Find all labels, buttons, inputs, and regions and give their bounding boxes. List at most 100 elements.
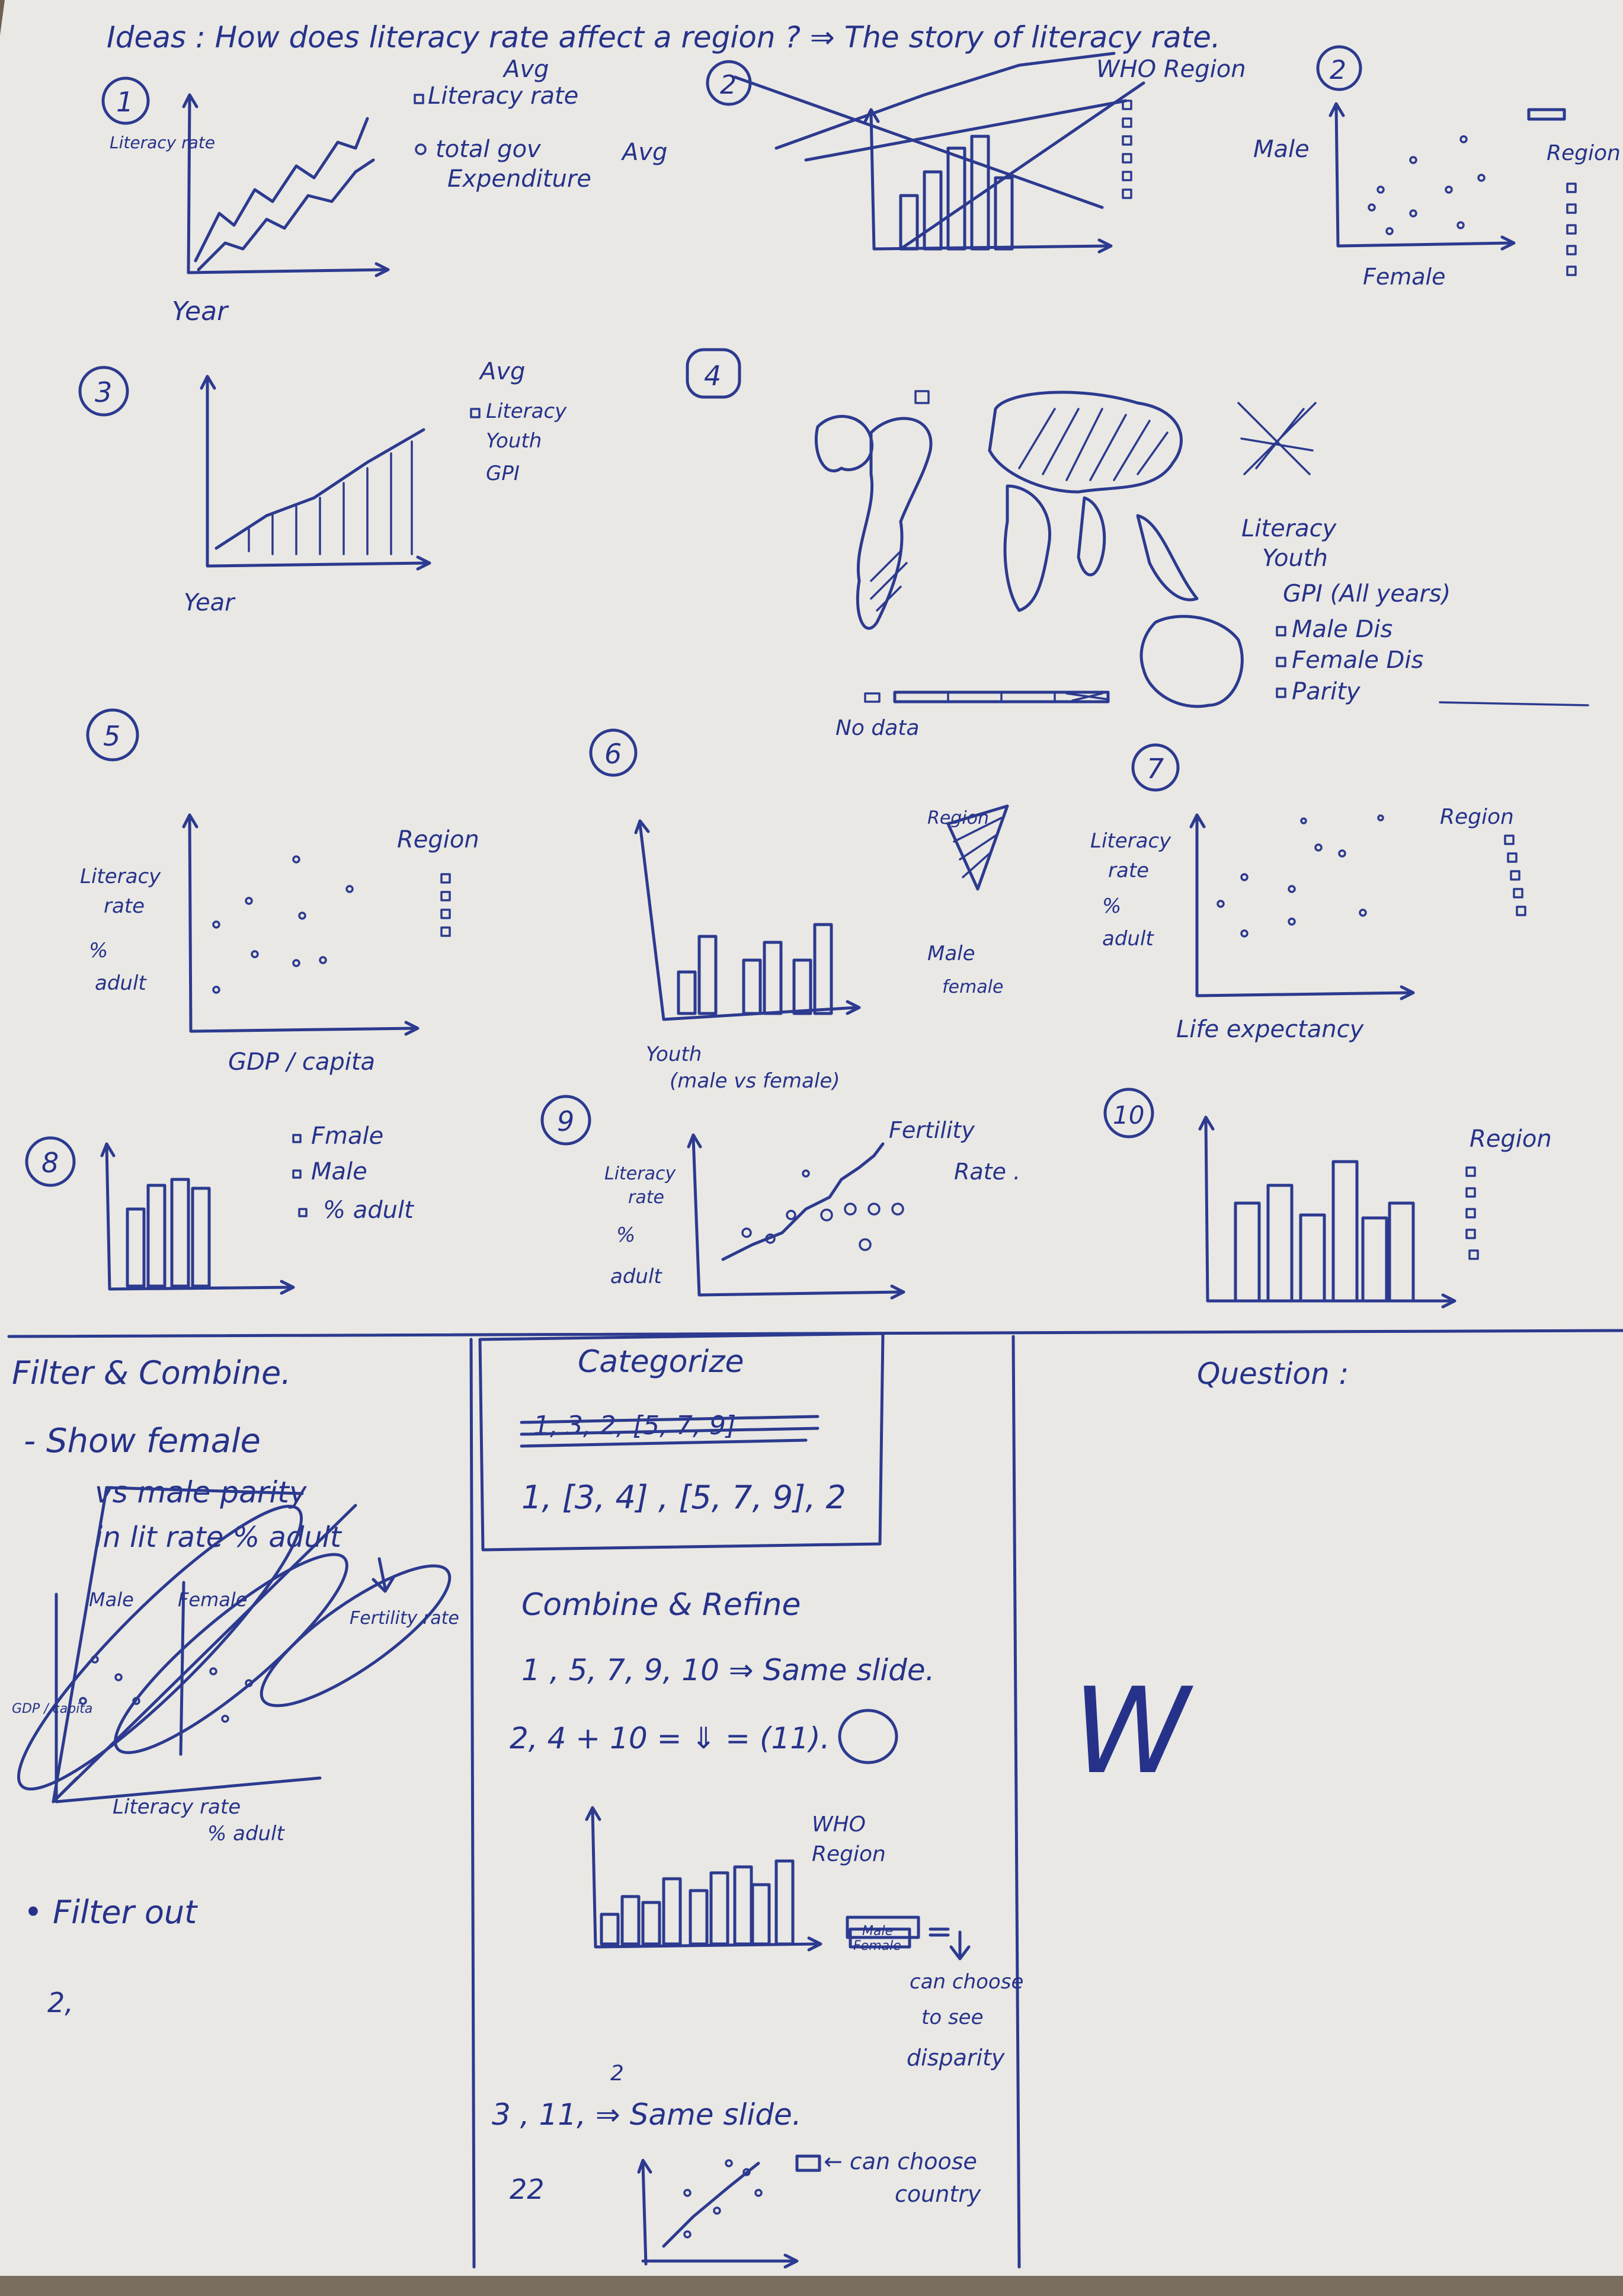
- svg-text:Avg: Avg: [478, 358, 525, 385]
- svg-text:Region: Region: [1547, 141, 1621, 165]
- svg-text:Year: Year: [184, 589, 236, 616]
- vertical-divider-right: [1011, 1335, 1021, 2269]
- svg-text:2: 2: [720, 70, 737, 100]
- svg-text:3 , 11, ⇒ Same slide.: 3 , 11, ⇒ Same slide.: [492, 2097, 802, 2132]
- svg-text:in lit rate % adult: in lit rate % adult: [95, 1521, 342, 1554]
- svg-text:WHO Region: WHO Region: [1096, 56, 1246, 83]
- svg-text:WHO: WHO: [812, 1812, 866, 1837]
- svg-text:Male: Male: [927, 942, 975, 965]
- svg-text:Male: Male: [89, 1588, 134, 1611]
- svg-text:%: %: [616, 1223, 635, 1247]
- svg-text:Parity: Parity: [1292, 678, 1361, 705]
- svg-text:Male Dis: Male Dis: [1292, 616, 1392, 643]
- svg-text:Region: Region: [1440, 805, 1514, 829]
- svg-text:3: 3: [95, 376, 112, 408]
- sketch-5-scatter: 5 Literacy rate % adult GDP / capita Reg…: [80, 708, 479, 1076]
- svg-text:adult: adult: [95, 971, 147, 995]
- sketch-4-world-map: 4 No data Literacy Youth GPI (All years)…: [686, 348, 1589, 740]
- sketch-7-scatter: 7 Literacy rate % adult Life expectancy …: [1090, 743, 1526, 1043]
- svg-text:Female: Female: [1363, 264, 1445, 290]
- svg-text:7: 7: [1147, 753, 1164, 785]
- filter-out-line: • Filter out: [24, 1894, 198, 1931]
- svg-text:Fertility: Fertility: [889, 1117, 975, 1143]
- svg-text:total gov: total gov: [436, 136, 542, 163]
- svg-text:to see: to see: [921, 2006, 984, 2029]
- svg-text:Literacy: Literacy: [1241, 515, 1337, 542]
- categorize-groups: 1, [3, 4] , [5, 7, 9], 2: [521, 1479, 846, 1516]
- categorize-box: [478, 1332, 885, 1552]
- svg-text:- Show female: - Show female: [24, 1422, 261, 1460]
- svg-text:rate: rate: [104, 894, 145, 918]
- svg-text:4: 4: [704, 360, 721, 392]
- svg-text:1: 1: [116, 86, 133, 118]
- svg-text:GPI (All years): GPI (All years): [1283, 580, 1451, 607]
- paper-bottom-shadow: [0, 2276, 1623, 2296]
- svg-text:Fertility rate: Fertility rate: [350, 1608, 459, 1629]
- sketch-1-line-chart: 1 Literacy rate Year Avg Literacy rate t…: [101, 56, 667, 327]
- svg-text:No data: No data: [835, 716, 920, 740]
- sketch-2b-scatter: 2 Male Female Region: [1253, 45, 1621, 290]
- combine-heading: Combine & Refine: [521, 1587, 801, 1623]
- svg-text:9: 9: [557, 1105, 574, 1137]
- svg-text:1, 3, 2, [5, 7, 9]: 1, 3, 2, [5, 7, 9]: [533, 1411, 736, 1441]
- sketch-9-scatter-trend: 9 Literacy rate % adult Fertility Rate .: [540, 1095, 1020, 1300]
- sketch-3-area-chart: 3 Year Avg Literacy Youth GPI: [78, 358, 567, 616]
- svg-text:Literacy rate: Literacy rate: [110, 133, 215, 152]
- svg-text:Literacy rate: Literacy rate: [113, 1795, 241, 1819]
- svg-text:Rate .: Rate .: [954, 1159, 1020, 1185]
- svg-text:Literacy: Literacy: [1090, 829, 1171, 853]
- sketch-8-bar-chart: 8 Fmale Male % adult: [25, 1123, 414, 1295]
- svg-text:Female Dis: Female Dis: [1292, 647, 1423, 674]
- svg-text:Avg: Avg: [620, 139, 667, 166]
- svg-text:Youth: Youth: [486, 429, 542, 453]
- svg-text:Youth: Youth: [1262, 545, 1328, 572]
- svg-text:Female: Female: [178, 1588, 247, 1611]
- svg-text:10: 10: [1113, 1101, 1144, 1130]
- svg-text:← can choose: ← can choose: [824, 2148, 977, 2175]
- question-heading: Question :: [1197, 1357, 1349, 1391]
- svg-text:1 , 5, 7, 9, 10 ⇒ Same slide.: 1 , 5, 7, 9, 10 ⇒ Same slide.: [521, 1653, 935, 1687]
- categorize-heading: Categorize: [578, 1344, 744, 1380]
- categorize-section: Categorize 1, 3, 2, [5, 7, 9] 1, [3, 4] …: [520, 1344, 846, 1516]
- svg-text:(male vs female): (male vs female): [670, 1069, 840, 1093]
- svg-text:Male: Male: [1253, 136, 1310, 163]
- svg-text:Region: Region: [397, 826, 479, 853]
- svg-text:2,: 2,: [47, 1987, 73, 2019]
- svg-text:2: 2: [1330, 55, 1346, 85]
- svg-text:% adult: % adult: [323, 1197, 414, 1224]
- filter-combine-section: Filter & Combine. - Show female vs male …: [12, 1354, 459, 2019]
- svg-text:Year: Year: [172, 296, 229, 327]
- svg-text:Region: Region: [1470, 1125, 1552, 1153]
- sketch-10-bar-chart: 10 Region: [1103, 1088, 1552, 1309]
- svg-text:Expenditure: Expenditure: [447, 165, 591, 193]
- svg-text:rate: rate: [1108, 859, 1149, 882]
- svg-text:Male: Male: [862, 1924, 893, 1939]
- svg-text:Literacy: Literacy: [80, 865, 161, 888]
- svg-text:adult: adult: [1102, 927, 1154, 951]
- svg-text:22: 22: [510, 2173, 545, 2205]
- svg-text:female: female: [942, 977, 1003, 997]
- svg-text:% adult: % adult: [207, 1822, 286, 1846]
- svg-text:5: 5: [103, 720, 120, 752]
- svg-text:Region: Region: [812, 1842, 886, 1866]
- question-scribble: W: [1073, 1662, 1193, 1801]
- svg-text:2, 4 + 10 = ⇓ = (11).: 2, 4 + 10 = ⇓ = (11).: [510, 1721, 830, 1755]
- svg-text:Fmale: Fmale: [311, 1123, 383, 1150]
- sketch-2-bar-chart-crossed: 2 WHO Region: [706, 52, 1246, 254]
- svg-text:8: 8: [41, 1147, 59, 1179]
- filter-heading: Filter & Combine.: [12, 1354, 291, 1392]
- svg-text:country: country: [895, 2181, 981, 2207]
- svg-text:rate: rate: [628, 1187, 664, 1208]
- svg-text:Literacy: Literacy: [486, 399, 567, 423]
- svg-text:disparity: disparity: [907, 2045, 1005, 2071]
- svg-text:Female: Female: [853, 1939, 901, 1953]
- svg-text:Life expectancy: Life expectancy: [1176, 1016, 1365, 1043]
- svg-text:6: 6: [604, 738, 622, 770]
- svg-text:Literacy: Literacy: [604, 1163, 676, 1184]
- svg-text:2: 2: [610, 2061, 624, 2086]
- svg-text:Avg: Avg: [502, 56, 549, 83]
- page-title: Ideas : How does literacy rate affect a …: [107, 20, 1221, 55]
- svg-text:Region: Region: [927, 808, 989, 829]
